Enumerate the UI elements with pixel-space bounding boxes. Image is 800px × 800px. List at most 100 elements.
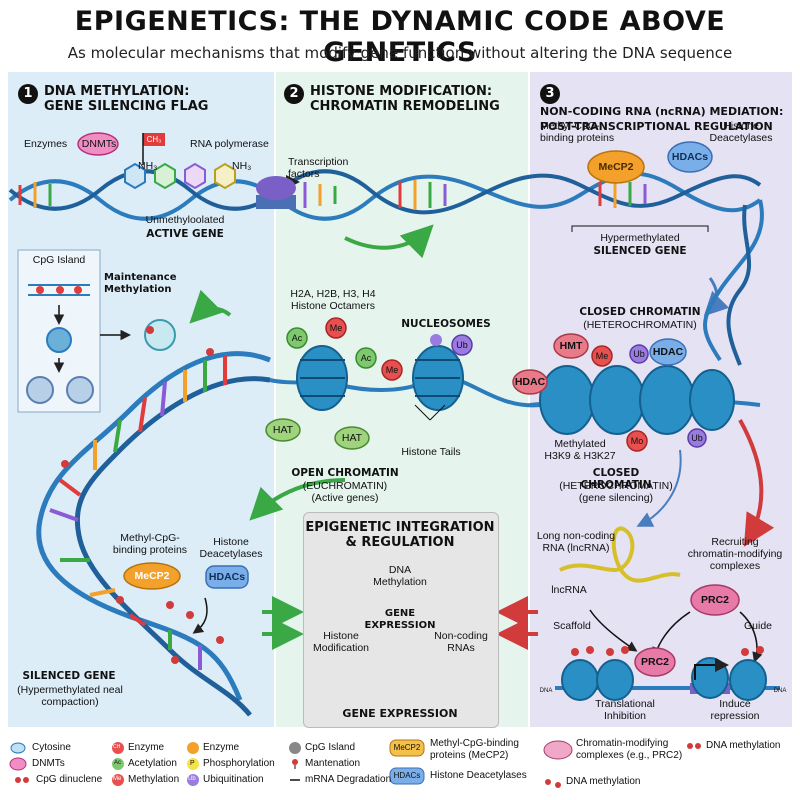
mo-chip: Mo: [630, 436, 644, 446]
page-title: EPIGENETICS: THE DYNAMIC CODE ABOVE GENE…: [0, 6, 800, 68]
scaffold-label: Scaffold: [553, 620, 591, 632]
legend-chip-ub: Ub: [188, 776, 196, 782]
hypermethylated-label: Hypermethylated: [600, 232, 680, 244]
mecp2-blob-left: [123, 562, 181, 590]
hdac-chip-side: HDAC: [514, 376, 546, 388]
panel2-number: 2: [284, 84, 304, 104]
panel3-heading-line1: NON-CODING RNA (ncRNA) MEDIATION:: [540, 105, 784, 118]
ch3-label: CH₃: [146, 135, 162, 144]
open-chromatin-label: OPEN CHROMATIN: [291, 467, 399, 479]
panel1-heading-line1: DNA METHYLATION:: [44, 84, 190, 99]
center-bottom-gene-expression: GENE EXPRESSION: [342, 707, 458, 720]
legend-hdacs-desc: Histone Deacetylases: [430, 770, 527, 781]
mecp2-blob-right: [587, 150, 645, 184]
silenced-gene-left: SILENCED GENE: [22, 670, 116, 682]
ub-chip-2: Ub: [633, 349, 645, 359]
ub-chip-3: Ub: [691, 433, 703, 443]
panel3-heading-line2: POST-TRANSCRIPTIONAL REGULATION: [540, 120, 773, 133]
enzymes-label: Enzymes: [24, 138, 68, 150]
hdac-chip-right: HDAC: [652, 346, 684, 358]
title-rest: THE DYNAMIC CODE ABOVE GENETICS: [289, 6, 726, 68]
ac-chip-1: Ac: [291, 333, 303, 343]
nh3-label-b: NH₃: [232, 160, 252, 172]
hdacs-chip-right: HDACs: [671, 151, 709, 163]
guide-label: Guide: [743, 620, 773, 632]
legend-acetylation: Acetylation: [128, 758, 177, 769]
dna-end-left: DNA: [539, 688, 553, 694]
gene-promoter-block: [256, 195, 296, 209]
me-chip-2: Me: [385, 365, 399, 375]
mecp2-desc-right: Methyl-CpG-binding proteins: [540, 120, 615, 144]
closed-chromatin-sub-2: (HETEROCHROMATIN)(gene silencing): [559, 480, 673, 504]
closed-chromatin-label: CLOSED CHROMATIN: [579, 306, 701, 318]
hdacs-blob-right: [667, 141, 713, 173]
rna-polymerase-shape: [256, 176, 296, 200]
silenced-gene-right: SILENCED GENE: [593, 245, 687, 257]
page-subtitle: As molecular mechanisms that modify gene…: [67, 44, 733, 62]
legend-chip-ac: Ac: [114, 760, 122, 766]
panel3-number: 3: [540, 84, 560, 104]
legend-cpg-island: CpG Island: [305, 742, 356, 753]
hdacs-chip-left: HDACs: [208, 571, 246, 583]
lncrna-label: lncRNA: [551, 584, 587, 596]
integration-title: EPIGENETIC INTEGRATION& REGULATION: [305, 520, 495, 550]
legend-methylation: Methylation: [128, 774, 180, 785]
dnmts-enzyme: [77, 132, 119, 156]
legend: Cytosine DNMTs CpG dinuclene CH Ac Me En…: [0, 736, 800, 800]
dnmts-label: DNMTs: [81, 138, 117, 150]
unmethylated-label: Unmethyloolated: [145, 214, 225, 226]
legend-cpg-dinuclene: CpG dinuclene: [36, 774, 103, 785]
legend-enzyme-a: Enzyme: [128, 742, 165, 753]
rna-polymerase-label: RNA polymerase: [190, 138, 269, 150]
hdacs-blob-left: [205, 565, 249, 589]
nucleosomes-label: NUCLEOSOMES: [401, 318, 491, 330]
panel2-heading-line2: CHROMATIN REMODELING: [310, 99, 500, 114]
mecp2-chip-right: MeCP2: [598, 161, 634, 173]
closed-chromatin-label-2: CLOSED CHROMATIN: [580, 467, 652, 491]
hat-chip-1: HAT: [272, 424, 294, 436]
mecp2-desc-left: Methyl-CpG-binding proteins: [112, 532, 188, 556]
hmt-chip: HMT: [559, 340, 583, 352]
legend-chip-p: P: [190, 760, 195, 767]
legend-hdacs-chip: HDACs: [393, 771, 421, 780]
prc2-complex-top: [690, 584, 740, 616]
ch3-flag: [143, 133, 165, 146]
legend-ubiquitination: Ubiquitination: [203, 774, 264, 785]
lncrna-strand: [559, 526, 681, 583]
open-chromatin-sub: (EUCHROMATIN)(Active genes): [302, 480, 388, 504]
legend-chip-ch: CH: [113, 744, 121, 750]
top-dna-helix: [8, 169, 762, 221]
legend-cytosine: Cytosine: [32, 742, 71, 753]
legend-dnmts: DNMTs: [32, 758, 65, 769]
left-dna-helix: [36, 351, 271, 717]
panel3-heading: 3NON-CODING RNA (ncRNA) MEDIATION: POST-T…: [540, 84, 800, 134]
legend-dna-methylation-b: DNA methylation: [566, 776, 641, 787]
prc2-chromatin: [555, 647, 780, 701]
mecp2-chip-left: MeCP2: [134, 570, 170, 582]
prc2-chip-top: PRC2: [700, 594, 729, 606]
ac-chip-2: Ac: [360, 353, 372, 363]
legend-enzyme-b: Enzyme: [203, 742, 240, 753]
nh3-label-a: NH₃: [138, 160, 158, 172]
legend-swatches: [9, 739, 701, 788]
legend-mantenation: Mantenation: [305, 758, 361, 769]
legend-chip-me: Me: [113, 776, 122, 782]
title-bold: EPIGENETICS:: [74, 6, 290, 37]
panel1-number: 1: [18, 84, 38, 104]
